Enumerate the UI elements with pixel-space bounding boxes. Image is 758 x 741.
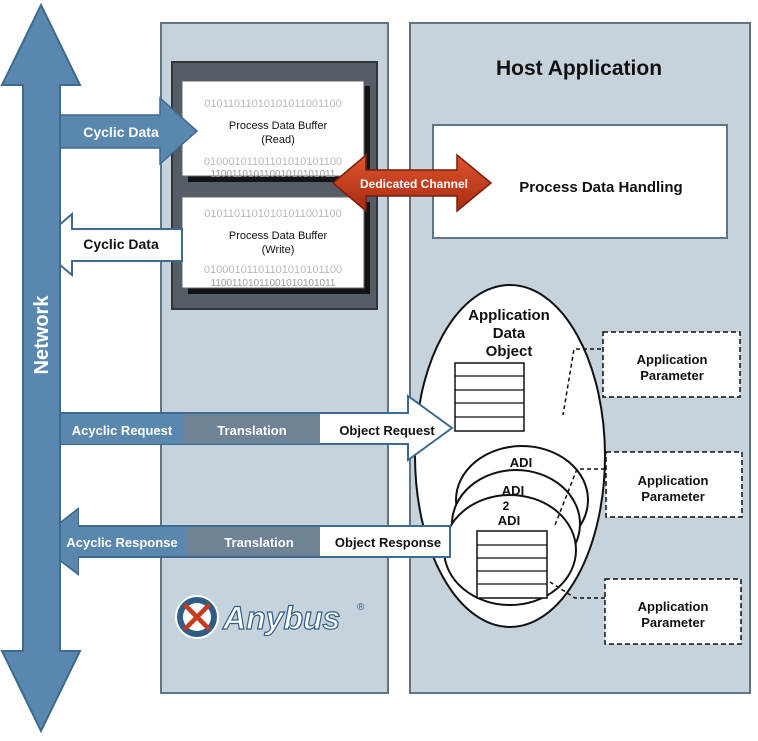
anybus-registered-mark: ® bbox=[357, 602, 365, 613]
acyclic-request-translation: Translation bbox=[217, 423, 286, 438]
dedicated-channel-arrow: Dedicated Channel bbox=[331, 153, 493, 213]
anybus-wordmark: Anybus bbox=[222, 600, 340, 636]
buffer-read-title: Process Data Buffer bbox=[229, 120, 328, 132]
param-1-line1: Application bbox=[637, 352, 708, 367]
adi-label-1: ADI bbox=[510, 455, 532, 470]
adi-number-2: 2 bbox=[503, 499, 510, 513]
cyclic-data-out-arrow: Cyclic Data bbox=[34, 211, 183, 278]
ado-table bbox=[454, 362, 525, 432]
acyclic-request-arrow: Acyclic Request Translation Object Reque… bbox=[59, 394, 454, 462]
buffer-read-bits-extra: 11001101011001010101011 bbox=[211, 169, 336, 180]
ado-line3: Object bbox=[486, 343, 533, 360]
parameter-connectors bbox=[549, 348, 605, 599]
adi-label-3: ADI bbox=[498, 513, 520, 528]
cyclic-data-in-label: Cyclic Data bbox=[83, 124, 159, 140]
ado-line2: Data bbox=[493, 325, 526, 342]
buffer-write-bits-extra: 11001101011001010101011 bbox=[211, 278, 336, 289]
adi-stack: ADI ADI 2 ADI 3 bbox=[443, 445, 589, 606]
process-data-buffer-write: 01011011010101011001100 Process Data Buf… bbox=[181, 196, 370, 294]
adi-label-2: ADI bbox=[502, 483, 524, 498]
anybus-logo: Anybus ® bbox=[175, 595, 365, 639]
acyclic-response-translation: Translation bbox=[224, 535, 293, 550]
anybus-emblem-icon bbox=[175, 595, 219, 639]
param-2-line2: Parameter bbox=[641, 489, 705, 504]
buffer-read-bits-bottom: 01000101101101010101100 bbox=[204, 156, 342, 168]
process-data-buffer-read: 01011011010101011001100 Process Data Buf… bbox=[181, 80, 370, 182]
param-1-line2: Parameter bbox=[640, 368, 704, 383]
process-data-handling-label: Process Data Handling bbox=[519, 179, 682, 196]
ado-line1: Application bbox=[468, 307, 550, 324]
cyclic-data-out-label: Cyclic Data bbox=[83, 236, 159, 252]
host-application-title: Host Application bbox=[496, 57, 662, 80]
buffer-write-subtitle: (Write) bbox=[262, 244, 295, 256]
adi-table bbox=[476, 530, 548, 599]
acyclic-request-object: Object Request bbox=[339, 423, 435, 438]
param-2-line1: Application bbox=[638, 473, 709, 488]
network-arrow: Network bbox=[0, 2, 82, 734]
param-3-line1: Application bbox=[638, 599, 709, 614]
buffer-write-title: Process Data Buffer bbox=[229, 230, 328, 242]
application-parameter-2: Application Parameter bbox=[605, 451, 743, 518]
buffer-write-bits-bottom: 01000101101101010101100 bbox=[204, 264, 342, 276]
acyclic-response-object: Object Response bbox=[335, 535, 441, 550]
application-parameter-1: Application Parameter bbox=[602, 331, 741, 398]
buffer-write-bits-top: 01011011010101011001100 bbox=[204, 208, 341, 220]
cyclic-data-in-arrow: Cyclic Data bbox=[59, 96, 199, 166]
dedicated-channel-label: Dedicated Channel bbox=[360, 177, 468, 191]
param-3-line2: Parameter bbox=[641, 615, 705, 630]
network-label: Network bbox=[31, 295, 53, 375]
application-parameter-3: Application Parameter bbox=[604, 578, 742, 645]
buffer-read-bits-top: 01011011010101011001100 bbox=[204, 98, 341, 110]
acyclic-response-label: Acyclic Response bbox=[66, 535, 177, 550]
acyclic-response-arrow: Acyclic Response Translation Object Resp… bbox=[34, 506, 451, 577]
buffer-read-subtitle: (Read) bbox=[261, 134, 295, 146]
acyclic-request-label: Acyclic Request bbox=[72, 423, 173, 438]
